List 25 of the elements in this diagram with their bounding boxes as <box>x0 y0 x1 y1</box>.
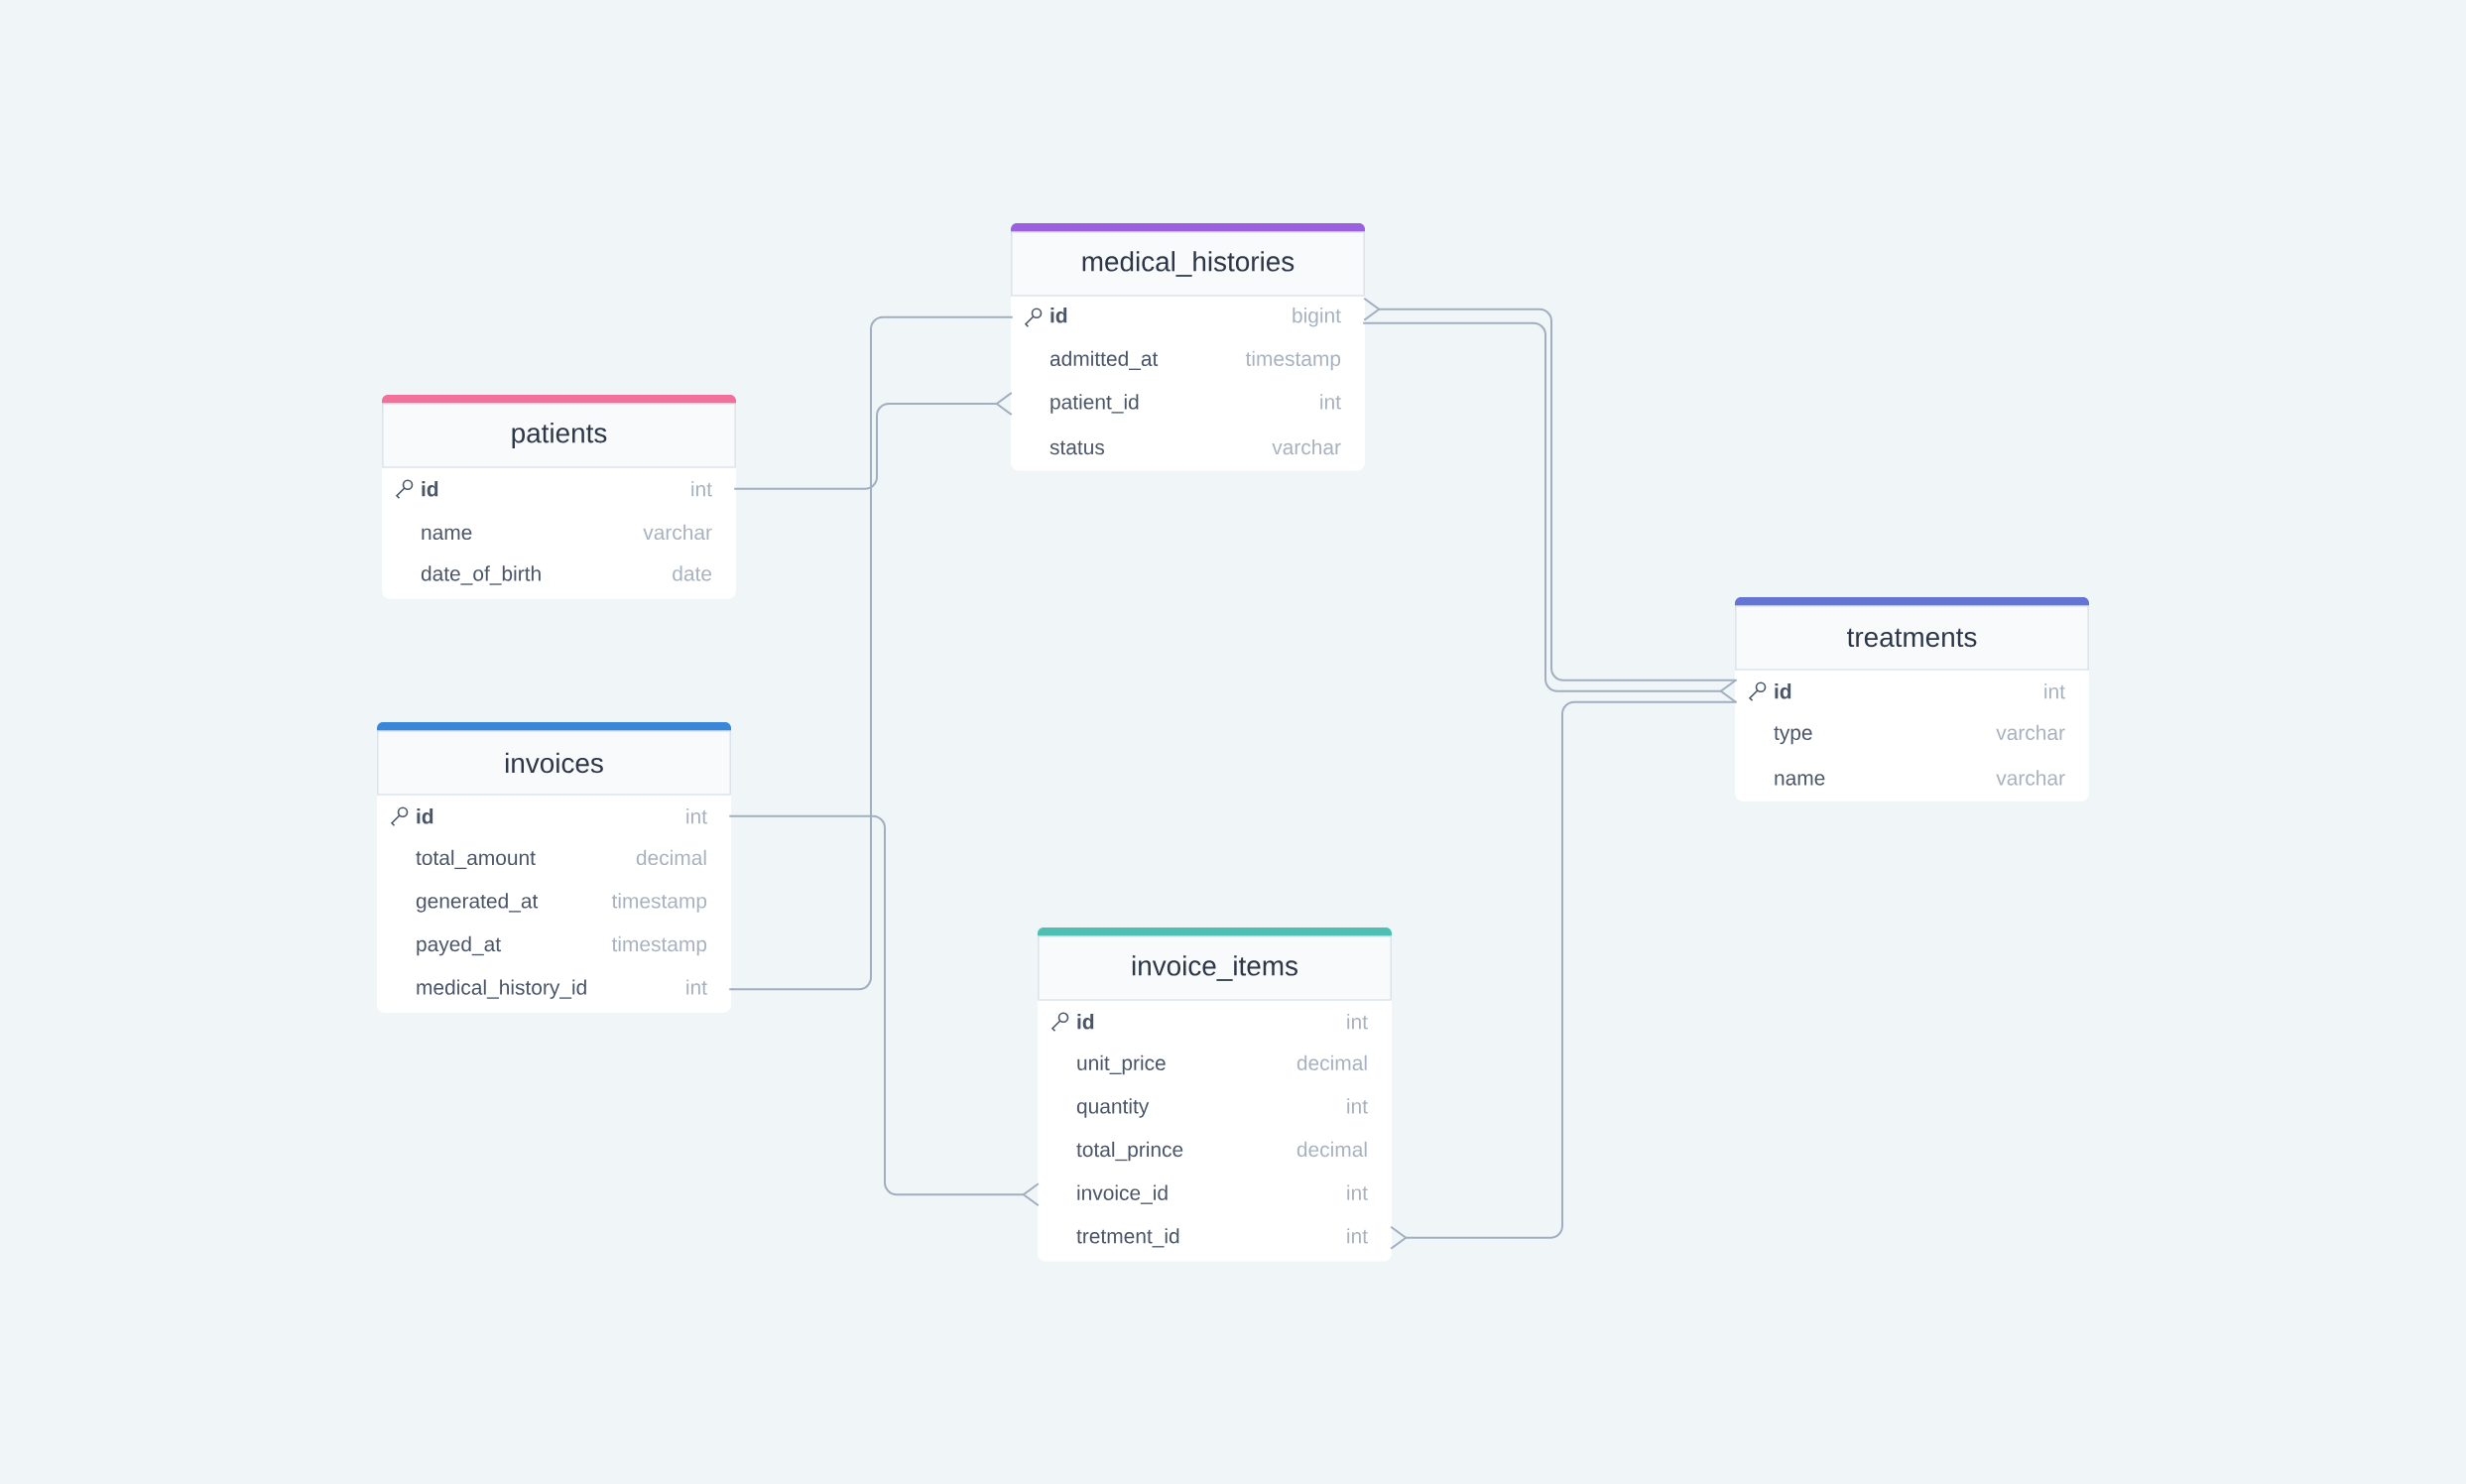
table-row: tretment_id int <box>1076 1228 1368 1248</box>
table-row: invoice_id int <box>1077 1184 1368 1204</box>
table-row: quantity int <box>1076 1098 1368 1118</box>
table-row: admitted_at timestamp <box>1049 350 1341 371</box>
table-row: id int <box>417 808 707 824</box>
table-row: payed_at timestamp <box>417 935 707 956</box>
table-row: id int <box>422 481 712 497</box>
table-row: medical_history_id int <box>417 979 707 999</box>
table-row: total_prince decimal <box>1076 1141 1367 1162</box>
table-row: status varchar <box>1049 438 1341 455</box>
table-row: date_of_birth date <box>421 565 712 585</box>
relation-line <box>728 315 1014 991</box>
table-row: name varchar <box>1775 770 2065 786</box>
relation-line <box>733 392 1013 490</box>
table-row: unit_price decimal <box>1077 1054 1367 1075</box>
table-row: generated_at timestamp <box>416 893 707 913</box>
table-row: id int <box>1077 1014 1368 1030</box>
table-row: id int <box>1775 683 2065 699</box>
table-row: total_amount decimal <box>416 849 706 870</box>
relation-line <box>728 814 1040 1207</box>
relation-line <box>1390 700 1738 1250</box>
table-row: name varchar <box>422 524 712 541</box>
table-row: patient_id int <box>1050 394 1341 414</box>
table-row: id bigint <box>1050 308 1341 327</box>
table-row: type varchar <box>1774 724 2065 745</box>
